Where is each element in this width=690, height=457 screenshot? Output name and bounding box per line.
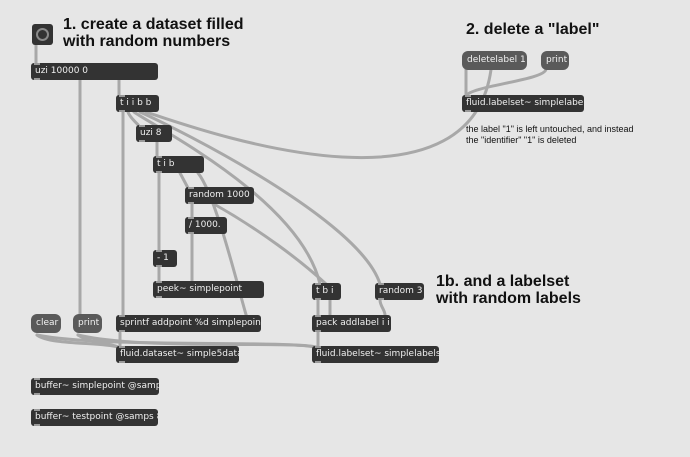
fluid-dataset-object[interactable]: fluid.dataset~ simple5data (116, 346, 239, 363)
peek-simplepoint-object[interactable]: peek~ simplepoint (153, 281, 264, 298)
print-message[interactable]: print (73, 314, 102, 333)
trigger-tiibb-object[interactable]: t i i b b (116, 95, 159, 112)
toggle-icon[interactable] (32, 24, 53, 45)
comment-line: 1b. and a labelset (436, 273, 570, 290)
random-3-object[interactable]: random 3 (375, 283, 424, 300)
patch-cord (126, 110, 141, 128)
comment-section1b: 1b. and a labelset with random labels (436, 273, 581, 307)
random-1000-object[interactable]: random 1000 (185, 187, 254, 204)
trigger-tib-object[interactable]: t i b (153, 156, 204, 173)
patch-cord (144, 58, 494, 160)
patch-cord (378, 298, 387, 317)
comment-section2: 2. delete a "label" (466, 21, 599, 38)
patch-cord (178, 171, 190, 190)
uzi-main-object[interactable]: uzi 10000 0 (31, 63, 158, 80)
comment-note: the label "1" is left untouched, and ins… (466, 124, 634, 146)
sprintf-addpoint-object[interactable]: sprintf addpoint %d simplepoint (116, 315, 261, 332)
patch-cord (212, 202, 328, 286)
comment-line: the "identifier" "1" is deleted (466, 135, 577, 145)
patch-cord (132, 110, 322, 286)
comment-line: with random numbers (63, 33, 231, 50)
trigger-tbi-object[interactable]: t b i (312, 283, 341, 300)
patch-cord (138, 110, 382, 286)
minus-1-object[interactable]: - 1 (153, 250, 177, 267)
deletelabel-message[interactable]: deletelabel 1 (462, 51, 527, 70)
pack-addlabel-object[interactable]: pack addlabel i i (312, 315, 391, 332)
patch-cord (76, 333, 318, 349)
clear-message[interactable]: clear (31, 314, 61, 333)
fluid-labelset-object[interactable]: fluid.labelset~ simplelabels (312, 346, 439, 363)
toggle-ring-icon (36, 28, 49, 41)
buffer-testpoint-object[interactable]: buffer~ testpoint @samps 8 (31, 409, 158, 426)
comment-line: 2. delete a "label" (466, 21, 600, 38)
uzi-8-object[interactable]: uzi 8 (136, 125, 172, 142)
comment-line: 1. create a dataset filled (63, 16, 244, 33)
comment-line: with random labels (436, 290, 581, 307)
fluid-labelset-top-object[interactable]: fluid.labelset~ simplelabels (462, 95, 584, 112)
buffer-simplepoint-object[interactable]: buffer~ simplepoint @samps 8 (31, 378, 159, 395)
patch-cord (464, 67, 548, 98)
comment-line: the label "1" is left untouched, and ins… (466, 124, 634, 134)
comment-section1: 1. create a dataset filled with random n… (63, 16, 244, 50)
divide-1000-object[interactable]: / 1000. (185, 217, 227, 234)
print-message-top[interactable]: print (541, 51, 569, 70)
